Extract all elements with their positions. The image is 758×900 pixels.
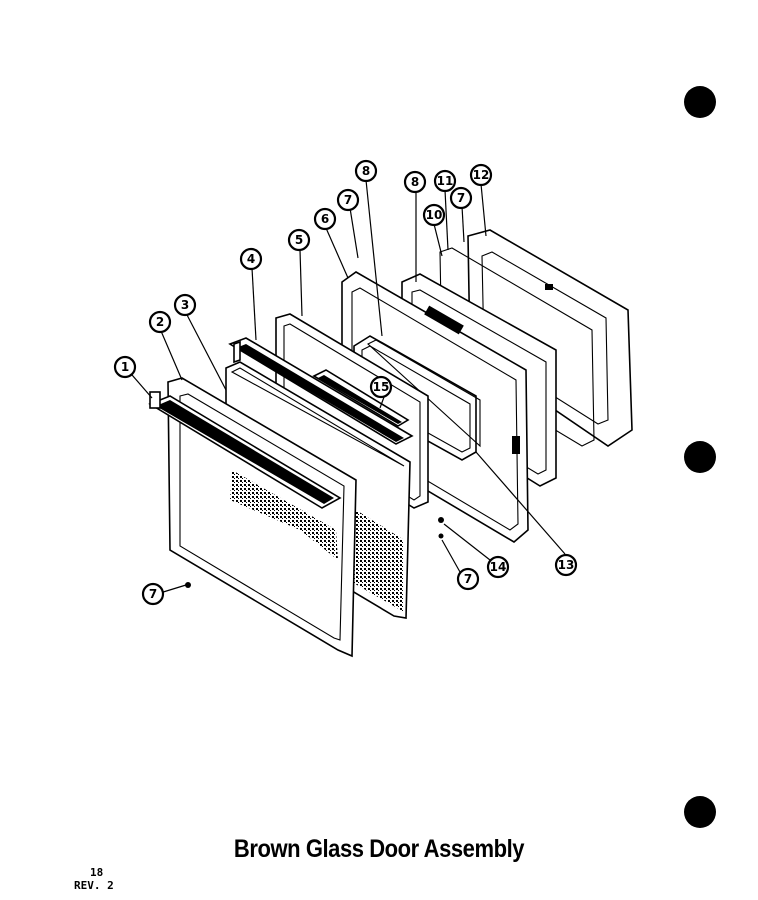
svg-text:13: 13 — [558, 558, 575, 572]
callout-7-a: 7 — [336, 188, 360, 212]
callout-7-c: 7 — [456, 567, 480, 591]
svg-text:7: 7 — [344, 193, 352, 207]
callout-12: 12 — [469, 163, 493, 187]
callout-6: 6 — [313, 207, 337, 231]
part-4-vent-trim — [228, 337, 414, 445]
callout-4: 4 — [239, 247, 263, 271]
callout-5: 5 — [287, 228, 311, 252]
punch-hole-middle — [684, 441, 716, 473]
svg-text:2: 2 — [156, 315, 164, 329]
svg-text:7: 7 — [149, 587, 157, 601]
punch-hole-top — [684, 86, 716, 118]
svg-text:3: 3 — [181, 298, 189, 312]
svg-text:15: 15 — [373, 380, 390, 394]
callout-8-b: 8 — [403, 170, 427, 194]
callout-13: 13 — [554, 553, 578, 577]
callout-10: 10 — [422, 203, 446, 227]
callout-7-b: 7 — [449, 186, 473, 210]
svg-text:7: 7 — [464, 572, 472, 586]
svg-text:1: 1 — [121, 360, 129, 374]
callout-7-d: 7 — [141, 582, 165, 606]
svg-text:4: 4 — [247, 252, 255, 266]
diagram-title: Brown Glass Door Assembly — [233, 835, 525, 863]
callout-3: 3 — [173, 293, 197, 317]
part-2-front-frame — [148, 377, 444, 658]
revision-label: REV. 2 — [74, 879, 114, 892]
callout-1: 1 — [113, 355, 137, 379]
svg-text:11: 11 — [437, 174, 454, 188]
callout-14: 14 — [486, 555, 510, 579]
svg-text:10: 10 — [426, 208, 443, 222]
svg-text:14: 14 — [490, 560, 507, 574]
svg-text:12: 12 — [473, 168, 490, 182]
svg-text:5: 5 — [295, 233, 303, 247]
page-number: 18 — [90, 866, 104, 879]
part-15-vent — [312, 369, 410, 427]
svg-text:7: 7 — [457, 191, 465, 205]
callout-15: 15 — [369, 375, 393, 399]
svg-text:6: 6 — [321, 212, 329, 226]
punch-hole-bottom — [684, 796, 716, 828]
callout-8-a: 8 — [354, 159, 378, 183]
leader-lines — [125, 179, 566, 594]
callout-11: 11 — [433, 169, 457, 193]
svg-text:8: 8 — [362, 164, 370, 178]
svg-text:8: 8 — [411, 175, 419, 189]
callout-2: 2 — [148, 310, 172, 334]
